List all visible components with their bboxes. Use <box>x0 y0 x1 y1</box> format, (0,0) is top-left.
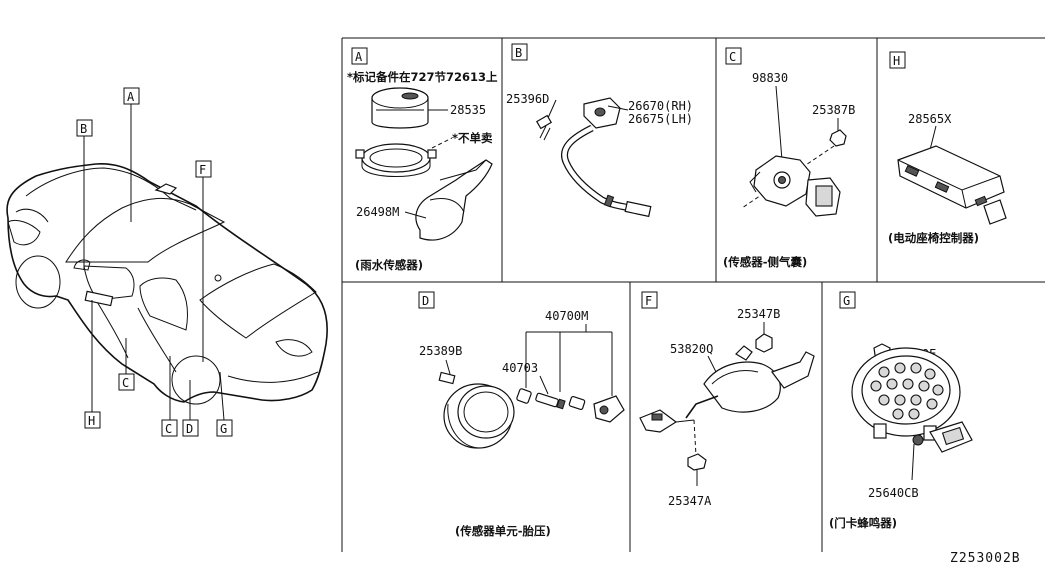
panel-D-letter: D <box>422 294 429 308</box>
car-side-window-front <box>83 265 135 301</box>
car-side-window-rear <box>139 277 189 331</box>
panel-C-letter: C <box>729 50 736 64</box>
car-mirror <box>73 259 91 271</box>
panel-F-letter: F <box>645 294 652 308</box>
panel-G: G 253H0E 25640CB (门卡蜂鸣器) <box>829 291 973 530</box>
callout-D: D <box>182 419 199 437</box>
callout-C: C <box>118 373 135 391</box>
panel-A: A *标记备件在727节72613上 28535 *不单卖 26498M (雨水… <box>347 47 498 272</box>
panel-G-letter: G <box>843 294 850 308</box>
svg-text:A: A <box>127 90 135 104</box>
part-28565X: 28565X <box>908 112 952 126</box>
car-front-grille <box>7 219 41 246</box>
part-98830: 98830 <box>752 71 788 85</box>
part-25347B: 25347B <box>737 307 780 321</box>
panel-A-caption: (雨水传感器) <box>355 258 423 272</box>
part-26670-RH: 26670(RH) <box>628 99 693 113</box>
panel-F: F 25347B 53820Q 25347A <box>639 291 815 508</box>
part-not-sold-separately: *不单卖 <box>452 131 493 145</box>
svg-text:H: H <box>88 414 95 428</box>
svg-text:C: C <box>165 422 172 436</box>
callout-A: A <box>123 87 140 105</box>
car-door-line <box>95 299 129 359</box>
car-wheel-rear <box>171 355 221 405</box>
panel-A-letter: A <box>355 50 363 64</box>
car-roof-sensor <box>214 274 222 282</box>
car-wheel-front <box>15 255 61 309</box>
car-door-line-rear <box>137 307 177 373</box>
car-rear-window <box>199 263 317 339</box>
part-26498M: 26498M <box>356 205 399 219</box>
part-28535: 28535 <box>450 103 486 117</box>
panel-C: C 98830 25387B (传感器-侧气囊) <box>723 47 855 269</box>
panel-H: H 28565X (电动座椅控制器) <box>888 51 1007 245</box>
callout-G: G <box>216 419 233 437</box>
panel-H-caption: (电动座椅控制器) <box>888 231 979 245</box>
car-tail-light <box>275 339 313 357</box>
panel-D: D 40700M 40703 25389B (传感器单元-胎压) <box>418 291 625 538</box>
part-26675-LH: 26675(LH) <box>628 112 693 126</box>
car-overview: A B F C H C D G <box>6 87 328 437</box>
car-headlight <box>15 208 49 223</box>
part-25347A: 25347A <box>668 494 712 508</box>
car-antenna <box>154 183 178 195</box>
panel-H-letter: H <box>893 54 900 68</box>
svg-text:G: G <box>220 422 227 436</box>
buzzer-grille-holes <box>870 362 944 420</box>
diagram-code: Z253002B <box>950 551 1021 566</box>
car-body-outline <box>6 163 328 403</box>
part-40700M: 40700M <box>545 309 588 323</box>
part-40703: 40703 <box>502 361 538 375</box>
callout-C2: C <box>161 419 178 437</box>
car-windshield <box>65 197 226 263</box>
callout-B: B <box>76 119 93 137</box>
car-roof <box>25 167 197 211</box>
svg-text:D: D <box>186 422 193 436</box>
svg-text:F: F <box>199 163 206 177</box>
part-25389B: 25389B <box>419 344 462 358</box>
panel-C-caption: (传感器-侧气囊) <box>723 255 807 269</box>
panel-D-caption: (传感器单元-胎压) <box>455 524 551 538</box>
panel-A-note: *标记备件在727节72613上 <box>347 70 498 84</box>
callout-H: H <box>84 411 101 429</box>
car-rear-bumper <box>227 371 319 383</box>
panel-grid <box>341 37 1045 552</box>
svg-text:C: C <box>122 376 129 390</box>
part-25396D: 25396D <box>506 92 549 106</box>
panel-G-caption: (门卡蜂鸣器) <box>829 516 897 530</box>
car-seat-controller-mark <box>84 290 114 307</box>
panel-B-letter: B <box>515 46 522 60</box>
part-53820Q: 53820Q <box>670 342 713 356</box>
part-25640CB: 25640CB <box>868 486 919 500</box>
part-25387B: 25387B <box>812 103 855 117</box>
panel-B: B 25396D 26670(RH) 26675(LH) <box>506 43 693 218</box>
svg-text:B: B <box>80 122 87 136</box>
callout-F: F <box>195 160 212 178</box>
